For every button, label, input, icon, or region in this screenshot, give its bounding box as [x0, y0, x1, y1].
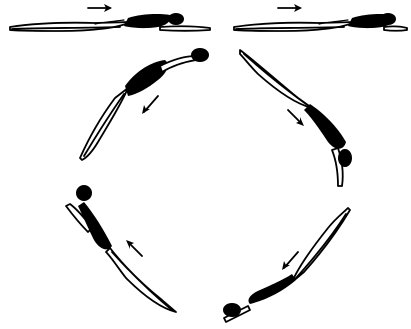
swimmer-rising-left — [80, 48, 209, 160]
direction-arrow-icon — [282, 252, 298, 270]
swimmer-floating-left — [10, 13, 210, 31]
direction-arrow-icon — [288, 110, 304, 126]
direction-arrow-icon — [88, 4, 112, 12]
swimmer-turning-left — [66, 185, 176, 312]
direction-arrow-icon — [126, 240, 142, 256]
direction-arrow-icon — [142, 96, 158, 114]
swimmer-floating-right — [234, 13, 407, 31]
direction-arrow-icon — [278, 4, 302, 12]
